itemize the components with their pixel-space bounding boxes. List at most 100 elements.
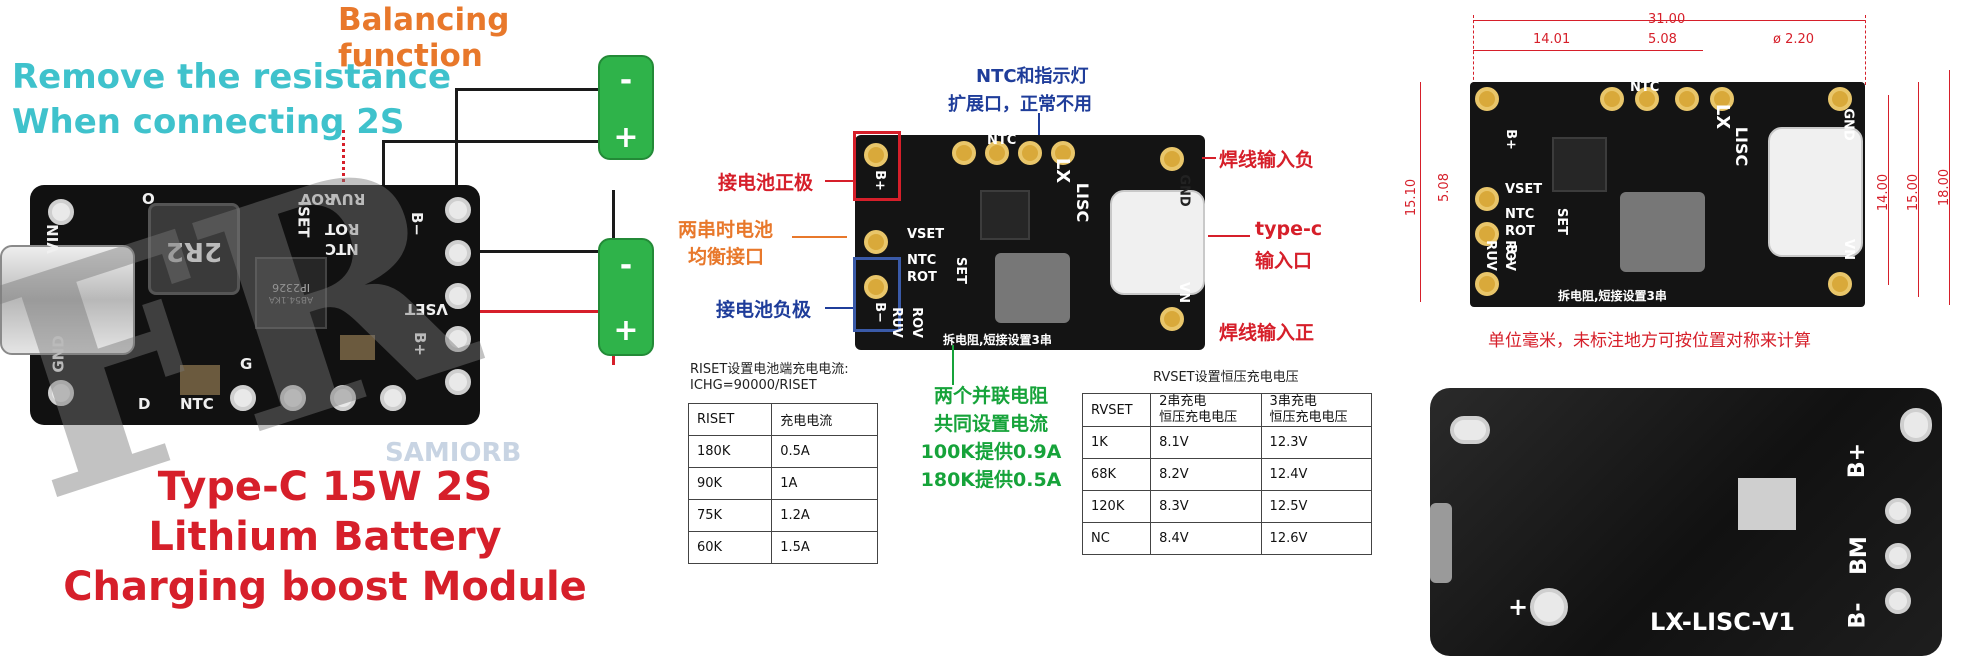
silk-lisc: LISC xyxy=(1732,126,1752,167)
back-label-bplus: B+ xyxy=(1845,442,1871,479)
pad-left-3 xyxy=(1475,222,1499,246)
green-note-line1: 两个并联电阻 xyxy=(933,385,1048,407)
silk-ntc-bottom: NTC xyxy=(180,395,214,413)
usb-type-c-connector xyxy=(0,245,135,355)
silk-bottom-note: 拆电阻,短接设置3串 xyxy=(1558,289,1667,303)
silk-set: SET xyxy=(1554,207,1570,236)
silk-o: O xyxy=(1023,121,1035,136)
pointer-dotted-line xyxy=(342,130,345,188)
inductor-grey xyxy=(995,253,1070,323)
dim-line-right-14 xyxy=(1888,95,1889,285)
inductor-2r2: 2R2 xyxy=(148,203,240,295)
dim-line-total xyxy=(1473,20,1865,21)
rvset-cell: 1K xyxy=(1081,426,1152,459)
green-note-line3: 100K提供0.9A xyxy=(920,441,1062,463)
dim-ext-right xyxy=(1865,15,1866,85)
pad-bminus-1 xyxy=(445,197,471,223)
rvset-cell: 8.3V xyxy=(1150,490,1262,523)
headline-line1: Type-C 15W 2S xyxy=(157,464,493,510)
riset-caption-line2: ICHG=90000/RISET xyxy=(690,378,817,393)
silk-bplus: B+ xyxy=(871,170,887,191)
battery-top-plus: + xyxy=(613,120,639,155)
middle-pinout-panel: NTC和指示灯 扩展口，正常不用 接电池正极 两串时电池 均衡接口 接电池负极 … xyxy=(660,0,1378,659)
back-pad-bplus xyxy=(1885,498,1911,524)
dim-mid: 5.08 xyxy=(1648,32,1677,47)
wire-middle xyxy=(382,140,622,143)
pad-vset-balance xyxy=(864,230,888,254)
ic-chip xyxy=(1552,137,1607,192)
dim-left-width: 14.01 xyxy=(1533,32,1571,47)
pad-ntc xyxy=(1635,87,1659,111)
rvset-cell: NC xyxy=(1081,522,1152,555)
silk-g: G xyxy=(957,121,968,136)
dim-height-15: 15.00 xyxy=(1906,173,1922,212)
back-pad-bminus xyxy=(1885,588,1911,614)
remove-resistance-note-line2: When connecting 2S xyxy=(12,102,405,142)
silk-ntc: NTC xyxy=(1505,207,1535,222)
silk-ntc-top: NTC xyxy=(987,133,1017,148)
riset-caption-line1: RISET设置电池端充电电流: xyxy=(690,362,849,377)
silk-lx: LX xyxy=(1712,103,1734,130)
silk-vset: VSET xyxy=(907,227,945,242)
pad-g xyxy=(1600,87,1624,111)
dim-ext-left xyxy=(1473,15,1474,85)
silk-bminus: B− xyxy=(871,302,887,323)
silk-ruv: RUV xyxy=(888,307,904,338)
dim-line-right-15 xyxy=(1918,82,1919,297)
type-c-port xyxy=(1110,190,1205,295)
dim-left-15: 15.10 xyxy=(1404,178,1420,217)
silk-rov: ROV xyxy=(908,307,924,338)
green-note-pointer xyxy=(952,345,954,385)
back-label-model: LX-LISC-V1 xyxy=(1650,608,1795,636)
riset-cell: 60K xyxy=(687,531,773,564)
wire-right-bottom xyxy=(612,190,615,250)
back-label-bminus: B- xyxy=(1845,602,1871,629)
ntc-note-arrow xyxy=(1038,113,1040,143)
rvset-cell: 12.3V xyxy=(1260,426,1373,459)
wire-bplus-red xyxy=(470,310,615,313)
silk-ntc-top: NTC xyxy=(1630,80,1660,95)
dim-hole: ø 2.20 xyxy=(1773,32,1815,47)
rvset-cell: 8.2V xyxy=(1150,458,1262,491)
back-label-plus: + xyxy=(1508,593,1529,621)
pcb-dimension-board: B+ VSET B− NTC ROT SET RUV ROV NTC LX LI… xyxy=(1470,80,1865,307)
label-typec-line1: type-c xyxy=(1255,218,1323,240)
silk-gnd: GND xyxy=(1176,174,1192,207)
pad-bminus-2 xyxy=(445,240,471,266)
pad-vn-weld xyxy=(1160,307,1184,331)
pad-corner-tl xyxy=(1475,87,1499,111)
rvset-cell: 8.1V xyxy=(1150,426,1262,459)
pad-bottom-3 xyxy=(330,385,356,411)
back-pad-top-right xyxy=(1900,408,1932,442)
back-thermal-pad xyxy=(1738,478,1796,530)
pad-gnd xyxy=(48,380,74,406)
rvset-cell: 120K xyxy=(1081,490,1152,523)
pad-bplus xyxy=(864,143,888,167)
ic-chip xyxy=(980,190,1030,240)
battery-cell-top: - + xyxy=(598,55,654,160)
pad-d xyxy=(1051,141,1075,165)
right-dimension-panel: 31.00 14.01 5.08 ø 2.20 15.10 5.08 18.00… xyxy=(1378,0,1968,659)
type-c-port xyxy=(1768,127,1863,257)
silk-lisc: LISC xyxy=(1073,182,1093,223)
silk-vn: VN xyxy=(1840,239,1856,260)
silk-bottom-note: 拆电阻,短接设置3串 xyxy=(943,333,1052,347)
silk-set: SET xyxy=(953,256,969,285)
riset-cell: 75K xyxy=(687,499,773,532)
ntc-note-line1: NTC和指示灯 xyxy=(976,66,1089,87)
silk-bplus: B+ xyxy=(1502,129,1518,150)
silk-lx: LX xyxy=(1052,157,1074,184)
silk-rov: ROV xyxy=(1501,240,1517,271)
arrow-gnd-weld xyxy=(1202,157,1216,159)
ntc-note-line2: 扩展口，正常不用 xyxy=(948,94,1092,115)
rvset-caption: RVSET设置恒压充电电压 xyxy=(1153,370,1299,385)
pad-corner-br xyxy=(1828,272,1852,296)
silk-g: G xyxy=(240,355,253,373)
